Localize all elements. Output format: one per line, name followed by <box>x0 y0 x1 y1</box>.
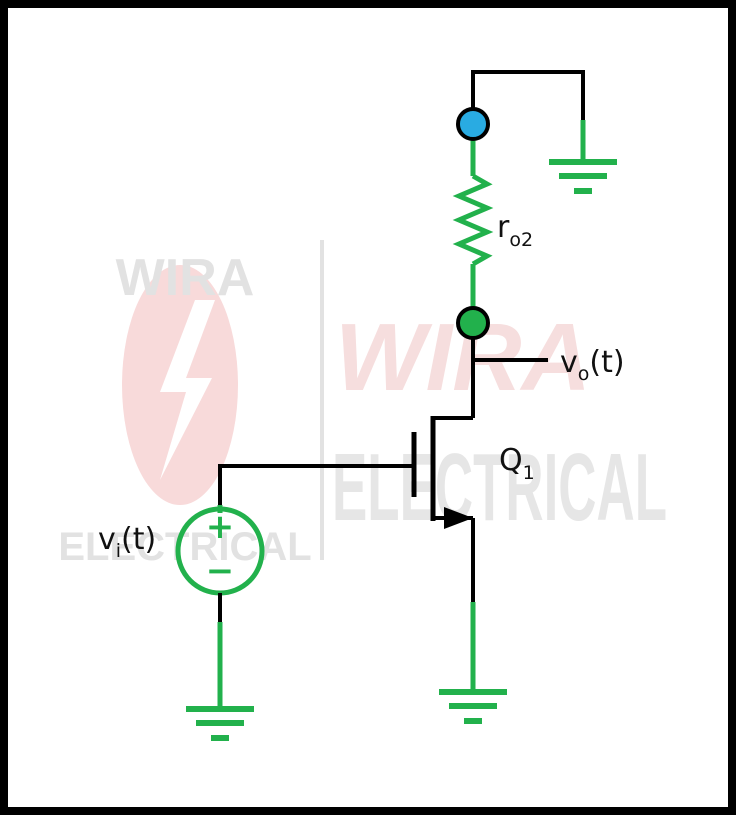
vsource-minus-sign: − <box>206 551 235 591</box>
top-ground-icon <box>549 159 617 194</box>
watermark: WIRA ELECTRICAL WIRA ELECTRICAL <box>58 240 667 569</box>
watermark-small-top: WIRA <box>116 249 255 307</box>
watermark-bolt-icon <box>160 300 215 480</box>
watermark-large-bottom: ELECTRICAL <box>332 434 667 541</box>
resistor-ro2 <box>452 173 494 267</box>
gate-wire <box>218 464 414 510</box>
top-wire <box>471 70 585 160</box>
source-ground-icon <box>439 689 507 724</box>
top-node <box>456 107 490 141</box>
label-ro2: ro2 <box>497 210 533 251</box>
vsource-plus-sign: + <box>206 507 235 547</box>
label-vi: vi(t) <box>98 522 156 562</box>
label-vo: vo(t) <box>560 345 625 385</box>
output-node <box>456 306 490 340</box>
transistor-arrow-icon <box>444 507 473 529</box>
vsource-ground-icon <box>186 706 254 741</box>
label-q1: Q1 <box>499 443 535 484</box>
